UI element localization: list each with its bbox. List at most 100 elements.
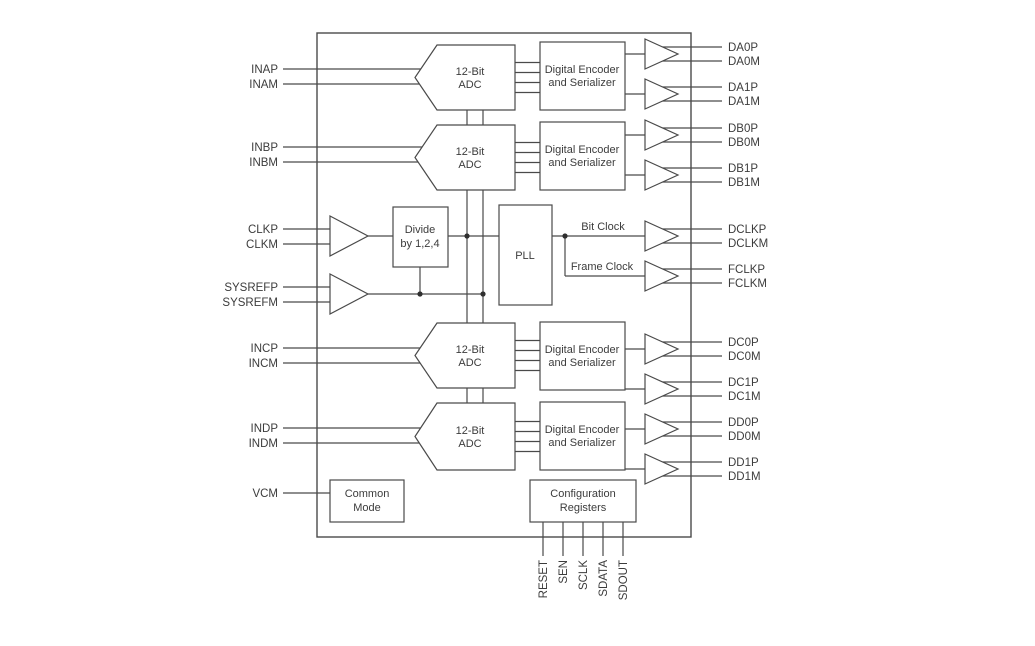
config-registers-label: Configuration: [550, 488, 615, 500]
lvds-buffer-dd0-icon: [644, 413, 680, 445]
block-labels: 12-Bit ADC 12-Bit ADC 12-Bit ADC 12-Bit …: [345, 64, 634, 514]
serializer-a-label: Digital Encoder: [545, 64, 620, 76]
bottom-pin-labels: RESET SEN SCLK SDATA SDOUT: [538, 560, 630, 601]
sysref-input-buffer-icon: [329, 273, 370, 315]
frame-clock-label: Frame Clock: [571, 261, 634, 273]
chip-boundary: [316, 32, 692, 538]
serializer-d-label: and Serializer: [548, 437, 616, 449]
right-pin-label: DCLKM: [728, 238, 768, 250]
adc-d-block: [414, 402, 516, 471]
right-pin-label: DD0M: [728, 431, 761, 443]
right-pin-label: DC0P: [728, 337, 759, 349]
right-pin-label: DD1M: [728, 471, 761, 483]
common-mode-label: Mode: [353, 502, 381, 514]
right-pin-label: DD1P: [728, 457, 759, 469]
blocks: [329, 38, 680, 523]
adc-a-label: ADC: [458, 79, 481, 91]
lvds-buffer-db1-icon: [644, 159, 680, 191]
left-pin-label: INAM: [249, 79, 278, 91]
lvds-buffer-dc1-icon: [644, 373, 680, 405]
adc-c-block: [414, 322, 516, 389]
bottom-pin-label: SEN: [558, 560, 570, 584]
left-pin-label: INDM: [249, 438, 278, 450]
right-pin-label: DA0P: [728, 42, 758, 54]
serializer-c-label: and Serializer: [548, 357, 616, 369]
adc-b-label: ADC: [458, 159, 481, 171]
right-pin-label: DCLKP: [728, 224, 767, 236]
right-pin-label: DC1P: [728, 377, 759, 389]
right-pin-labels: DA0P DA0M DA1P DA1M DB0P DB0M DB1P DB1M …: [728, 42, 768, 483]
junction-dots: [417, 233, 568, 297]
left-pin-label: INAP: [251, 64, 278, 76]
bit-clock-label: Bit Clock: [581, 221, 625, 233]
serializer-d-block: [539, 401, 626, 471]
left-pin-label: SYSREFP: [224, 282, 278, 294]
left-pin-label: INDP: [251, 423, 279, 435]
serializer-a-block: [539, 41, 626, 111]
left-pin-labels: INAP INAM INBP INBM CLKP CLKM SYSREFP SY…: [222, 64, 278, 500]
serializer-b-block: [539, 121, 626, 191]
right-pin-label: FCLKM: [728, 278, 767, 290]
right-pin-label: DA1M: [728, 96, 760, 108]
bottom-pin-label: SDOUT: [618, 560, 630, 600]
config-registers-label: Registers: [560, 502, 607, 514]
lvds-buffer-dc0-icon: [644, 333, 680, 365]
right-pin-label: DC1M: [728, 391, 761, 403]
pll-label: PLL: [515, 250, 535, 262]
right-pin-label: FCLKP: [728, 264, 765, 276]
left-pin-label: SYSREFM: [222, 297, 278, 309]
bottom-pin-label: RESET: [538, 560, 550, 598]
junction-dot: [562, 233, 568, 239]
adc-d-label: ADC: [458, 438, 481, 450]
lvds-buffer-dd1-icon: [644, 453, 680, 485]
right-pin-label: DA1P: [728, 82, 758, 94]
divider-label: Divide: [405, 224, 436, 236]
left-pin-label: INBP: [251, 142, 278, 154]
adc-b-label: 12-Bit: [456, 146, 485, 158]
config-registers-block: [529, 479, 637, 523]
serializer-d-label: Digital Encoder: [545, 424, 620, 436]
left-pin-label: CLKM: [246, 239, 278, 251]
serializer-b-label: Digital Encoder: [545, 144, 620, 156]
right-pin-label: DB1P: [728, 163, 758, 175]
serializer-a-label: and Serializer: [548, 77, 616, 89]
lvds-buffer-fclk-icon: [644, 260, 680, 292]
bottom-pin-label: SCLK: [578, 560, 590, 590]
lvds-buffer-da1-icon: [644, 78, 680, 110]
pll-block: [498, 204, 553, 306]
adc-a-label: 12-Bit: [456, 66, 485, 78]
divider-label: by 1,2,4: [400, 238, 439, 250]
adc-a-block: [414, 44, 516, 111]
left-pin-label: INBM: [249, 157, 278, 169]
adc-d-label: 12-Bit: [456, 425, 485, 437]
adc-c-label: 12-Bit: [456, 344, 485, 356]
serializer-c-block: [539, 321, 626, 391]
adc-c-label: ADC: [458, 357, 481, 369]
left-pin-label: INCP: [251, 343, 279, 355]
adc-b-block: [414, 124, 516, 191]
lvds-buffer-db0-icon: [644, 119, 680, 151]
right-pin-label: DD0P: [728, 417, 759, 429]
right-pin-label: DB0P: [728, 123, 758, 135]
left-pin-label: CLKP: [248, 224, 278, 236]
serializer-b-label: and Serializer: [548, 157, 616, 169]
right-pin-label: DB1M: [728, 177, 760, 189]
lvds-buffer-da0-icon: [644, 38, 680, 70]
common-mode-label: Common: [345, 488, 390, 500]
junction-dot: [417, 291, 423, 297]
left-pin-label: VCM: [252, 488, 278, 500]
right-pin-label: DB0M: [728, 137, 760, 149]
junction-dot: [480, 291, 486, 297]
divider-block: [392, 206, 449, 268]
wires: [283, 46, 722, 556]
left-pin-label: INCM: [249, 358, 278, 370]
bottom-pin-label: SDATA: [598, 560, 610, 597]
lvds-buffer-dclk-icon: [644, 220, 680, 252]
clock-input-buffer-icon: [329, 215, 370, 257]
right-pin-label: DC0M: [728, 351, 761, 363]
right-pin-label: DA0M: [728, 56, 760, 68]
junction-dot: [464, 233, 470, 239]
serializer-c-label: Digital Encoder: [545, 344, 620, 356]
